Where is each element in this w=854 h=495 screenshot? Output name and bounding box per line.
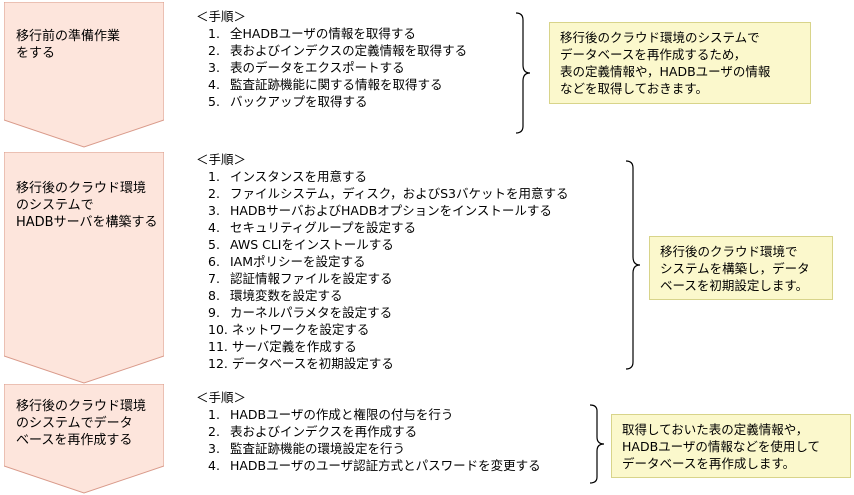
- phase-1-steps: ＜手順＞ 1. 全HADBユーザの情報を取得する 2. 表およびインデクスの定義…: [196, 8, 467, 110]
- phase-3-note: 取得しておいた表の定義情報や， HADBユーザの情報などを使用して データベース…: [611, 414, 851, 478]
- phase-1-brace: [515, 12, 531, 134]
- list-item: 12. データベースを初期設定する: [208, 356, 394, 371]
- list-item: 4. セキュリティグループを設定する: [208, 220, 416, 235]
- list-item: 8. 環境変数を設定する: [208, 288, 343, 303]
- list-item: 6. IAMポリシーを設定する: [208, 254, 366, 269]
- list-item: 3. 監査証跡機能の環境設定を行う: [208, 441, 405, 456]
- phase-3-steps-header: ＜手順＞: [196, 390, 247, 405]
- list-item: 2. ファイルシステム，ディスク，およびS3バケットを用意する: [208, 186, 569, 201]
- phase-1-note: 移行後のクラウド環境のシステムで データベースを再作成するため， 表の定義情報や…: [549, 22, 811, 104]
- list-item: 2. 表およびインデクスを再作成する: [208, 424, 418, 439]
- list-item: 1. HADBユーザの作成と権限の付与を行う: [208, 407, 454, 422]
- list-item: 9. カーネルパラメタを設定する: [208, 305, 393, 320]
- phase-2-steps-header: ＜手順＞: [196, 152, 247, 167]
- phase-2-title: 移行後のクラウド環境 のシステムで HADBサーバを構築する: [16, 181, 158, 230]
- list-item: 3. HADBサーバおよびHADBオプションをインストールする: [208, 203, 552, 218]
- phase-1-arrow-shape: [4, 2, 164, 148]
- phase-3-arrow-shape: [4, 384, 164, 494]
- list-item: 11. サーバ定義を作成する: [208, 339, 357, 354]
- list-item: 10. ネットワークを設定する: [208, 322, 370, 337]
- list-item: 3. 表のデータをエクスポートする: [208, 60, 405, 75]
- list-item: 4. HADBユーザのユーザ認証方式とパスワードを変更する: [208, 458, 541, 473]
- phase-3-title: 移行後のクラウド環境 のシステムでデータ ベースを再作成する: [16, 399, 147, 448]
- phase-1-arrow: 移行前の準備作業 をする: [4, 2, 164, 148]
- phase-1-steps-header: ＜手順＞: [196, 9, 247, 24]
- phase-2-steps: ＜手順＞ 1. インスタンスを用意する 2. ファイルシステム，ディスク，および…: [196, 151, 569, 372]
- list-item: 5. バックアップを取得する: [208, 94, 368, 109]
- list-item: 1. インスタンスを用意する: [208, 169, 367, 184]
- phase-3-arrow: 移行後のクラウド環境 のシステムでデータ ベースを再作成する: [4, 384, 164, 494]
- list-item: 5. AWS CLIをインストールする: [208, 237, 394, 252]
- phase-2-note: 移行後のクラウド環境で システムを構築し，データ ベースを初期設定します。: [649, 236, 833, 300]
- list-item: 4. 監査証跡機能に関する情報を取得する: [208, 77, 443, 92]
- phase-2-arrow-shape: [4, 152, 164, 384]
- phase-2-brace: [625, 160, 641, 370]
- list-item: 2. 表およびインデクスの定義情報を取得する: [208, 43, 468, 58]
- phase-2-arrow: 移行後のクラウド環境 のシステムで HADBサーバを構築する: [4, 152, 164, 384]
- phase-1-title: 移行前の準備作業 をする: [16, 29, 121, 61]
- list-item: 7. 認証情報ファイルを設定する: [208, 271, 393, 286]
- phase-3-brace: [589, 404, 605, 484]
- phase-3-steps: ＜手順＞ 1. HADBユーザの作成と権限の付与を行う 2. 表およびインデクス…: [196, 389, 541, 474]
- list-item: 1. 全HADBユーザの情報を取得する: [208, 26, 416, 41]
